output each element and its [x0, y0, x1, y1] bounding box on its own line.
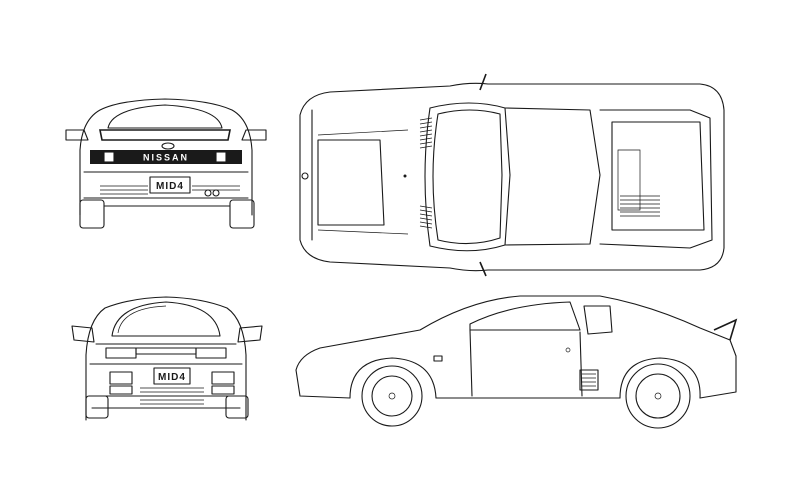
- front-license-plate: MID4: [158, 372, 186, 383]
- rear-left-tire: [79, 199, 105, 229]
- front-right-mirror-icon: [237, 325, 263, 343]
- top-windshield: [424, 102, 511, 252]
- left-mirror-icon: [65, 129, 89, 141]
- front-left-tire: [85, 395, 109, 419]
- front-wheel: [361, 365, 423, 427]
- right-mirror-icon: [241, 129, 267, 141]
- front-right-tire: [225, 395, 249, 419]
- brand-badge: NISSAN: [143, 153, 189, 163]
- rear-emblem-icon: [161, 142, 175, 150]
- top-view: [299, 73, 725, 277]
- rear-wheel: [625, 363, 691, 429]
- rear-license-plate: MID4: [156, 181, 184, 192]
- front-view: MID4: [71, 296, 263, 421]
- rear-view: NISSAN MID4: [65, 98, 267, 229]
- front-left-mirror-icon: [71, 325, 95, 343]
- side-window: [469, 301, 581, 331]
- rear-right-tire: [229, 199, 255, 229]
- side-view: [295, 295, 738, 429]
